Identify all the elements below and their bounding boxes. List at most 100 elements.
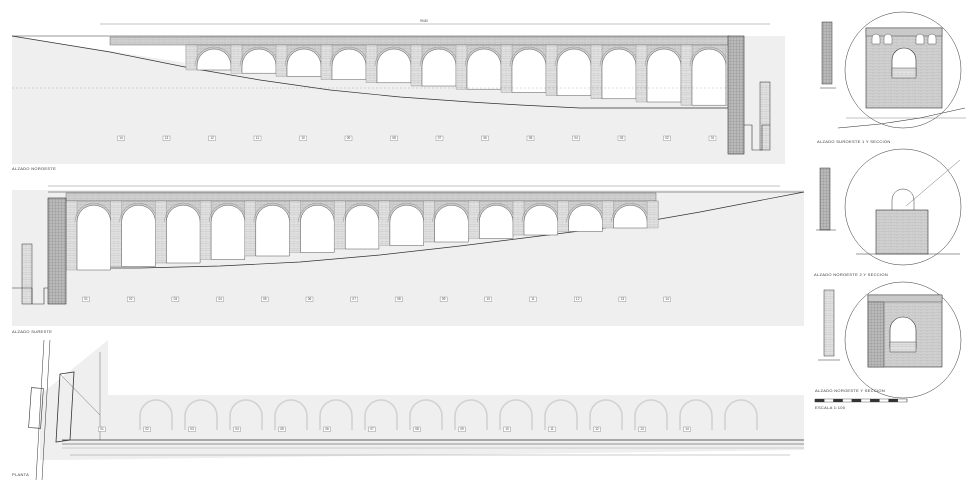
pier (378, 200, 391, 246)
arch-opening (255, 204, 290, 257)
pier (500, 44, 513, 93)
label-plan: PLANTA (12, 472, 29, 477)
pier-tag: 03 (174, 297, 178, 301)
pier-tag: 02 (665, 136, 669, 140)
scale-bar: ESCALA 1:100 (814, 398, 908, 410)
pier (545, 44, 558, 96)
pier-tag: 03 (190, 427, 194, 431)
pier-tag: 09 (460, 427, 464, 431)
pier-tag: 14 (665, 297, 669, 301)
elevation-southeast: ALZADO SURESTE (12, 185, 805, 334)
pier-tag: 04 (574, 136, 578, 140)
pier (635, 44, 648, 103)
pier (602, 200, 614, 229)
pier-tag: 05 (280, 427, 284, 431)
arcade (185, 44, 738, 106)
pier (199, 200, 212, 260)
terrain-profile (11, 35, 730, 109)
pier (680, 44, 693, 106)
pier-tag: 14 (119, 136, 123, 140)
deck (109, 36, 731, 46)
plan-arch-ghost (229, 399, 263, 430)
pier-tag: 11 (256, 136, 260, 140)
pier-tag: 07 (352, 297, 356, 301)
arch-opening (241, 48, 277, 74)
side-elevation-3: ALZADO NOROESTE Y SECCION (815, 281, 962, 399)
arch-opening (286, 48, 322, 77)
plan-arch-ghost (634, 399, 668, 430)
pier (410, 44, 423, 87)
pier (468, 200, 480, 239)
plan-arch-ghost (274, 399, 308, 430)
pier-tag: 01 (100, 427, 104, 431)
arch-opening (511, 48, 547, 93)
pier (275, 44, 288, 77)
pier (65, 200, 78, 271)
arch-opening (121, 204, 156, 267)
arch-opening (601, 48, 637, 100)
plan-arch-ghost (184, 399, 218, 430)
pier (334, 200, 346, 250)
pier-tag: 12 (595, 427, 599, 431)
plan-arch-ghost (724, 399, 758, 430)
plan-arch-ghost (319, 399, 353, 430)
arch-opening (613, 204, 648, 229)
pier-tag: 11 (531, 297, 535, 301)
pier-tag: 13 (621, 297, 625, 301)
plan-arch-ghost (544, 399, 578, 430)
base-channel (12, 287, 48, 305)
arch-opening (523, 204, 558, 236)
arch-opening (568, 204, 603, 232)
arch-opening (331, 48, 367, 80)
plan-arch-ghost (364, 399, 398, 430)
pier (646, 200, 659, 229)
pier-tag: 10 (301, 136, 305, 140)
plan-view: PLANTA (12, 339, 804, 481)
pier-tag: 06 (325, 427, 329, 431)
arch-opening (210, 204, 246, 260)
arch-opening (479, 204, 514, 239)
label-side-1: ALZADO SUROESTE 1 Y SECCION (817, 139, 891, 144)
plan-arch-ghost (679, 399, 713, 430)
label-side-2: ALZADO NOROESTE 2 Y SECCION (814, 272, 888, 277)
arch-opening (376, 48, 412, 84)
plan-arch-ghost (454, 399, 488, 430)
pier-tag: 06 (483, 136, 487, 140)
plan-box (28, 387, 44, 429)
pier-tag: 02 (129, 297, 133, 301)
pier (185, 44, 198, 71)
arch-opening (434, 204, 469, 243)
pier-tag: 05 (529, 136, 533, 140)
plan-arch-ghost (589, 399, 623, 430)
arch-opening (76, 204, 111, 271)
pier-tag: 04 (218, 297, 222, 301)
pier-tag: 08 (397, 297, 401, 301)
overall-dimension: 99.80 (420, 19, 428, 23)
abutment-tower (727, 35, 745, 155)
label-elev-se: ALZADO SURESTE (12, 329, 52, 334)
arch-opening (389, 204, 424, 246)
pier (512, 200, 525, 236)
arch-opening (421, 48, 457, 87)
side-box (759, 81, 771, 151)
pier (590, 44, 603, 99)
side-elevation-1: ALZADO SUROESTE 1 Y SECCION (817, 11, 966, 144)
pier-tag: 13 (640, 427, 644, 431)
base-channel (744, 124, 770, 151)
pier-tag: 12 (210, 136, 214, 140)
pier-tag: 04 (235, 427, 239, 431)
pier (244, 200, 256, 257)
pier-tag: 08 (392, 136, 396, 140)
pier-tag: 09 (442, 297, 446, 301)
pier-tag: 01 (711, 136, 715, 140)
pier-tag: 07 (370, 427, 374, 431)
side-box (21, 243, 33, 305)
pier-tag: 01 (84, 297, 88, 301)
pier-tag: 13 (165, 136, 169, 140)
arch-opening (166, 204, 201, 264)
abutment-tower (47, 197, 67, 305)
pier (110, 200, 122, 267)
plan-arches (139, 399, 758, 430)
pier-tag: 03 (620, 136, 624, 140)
